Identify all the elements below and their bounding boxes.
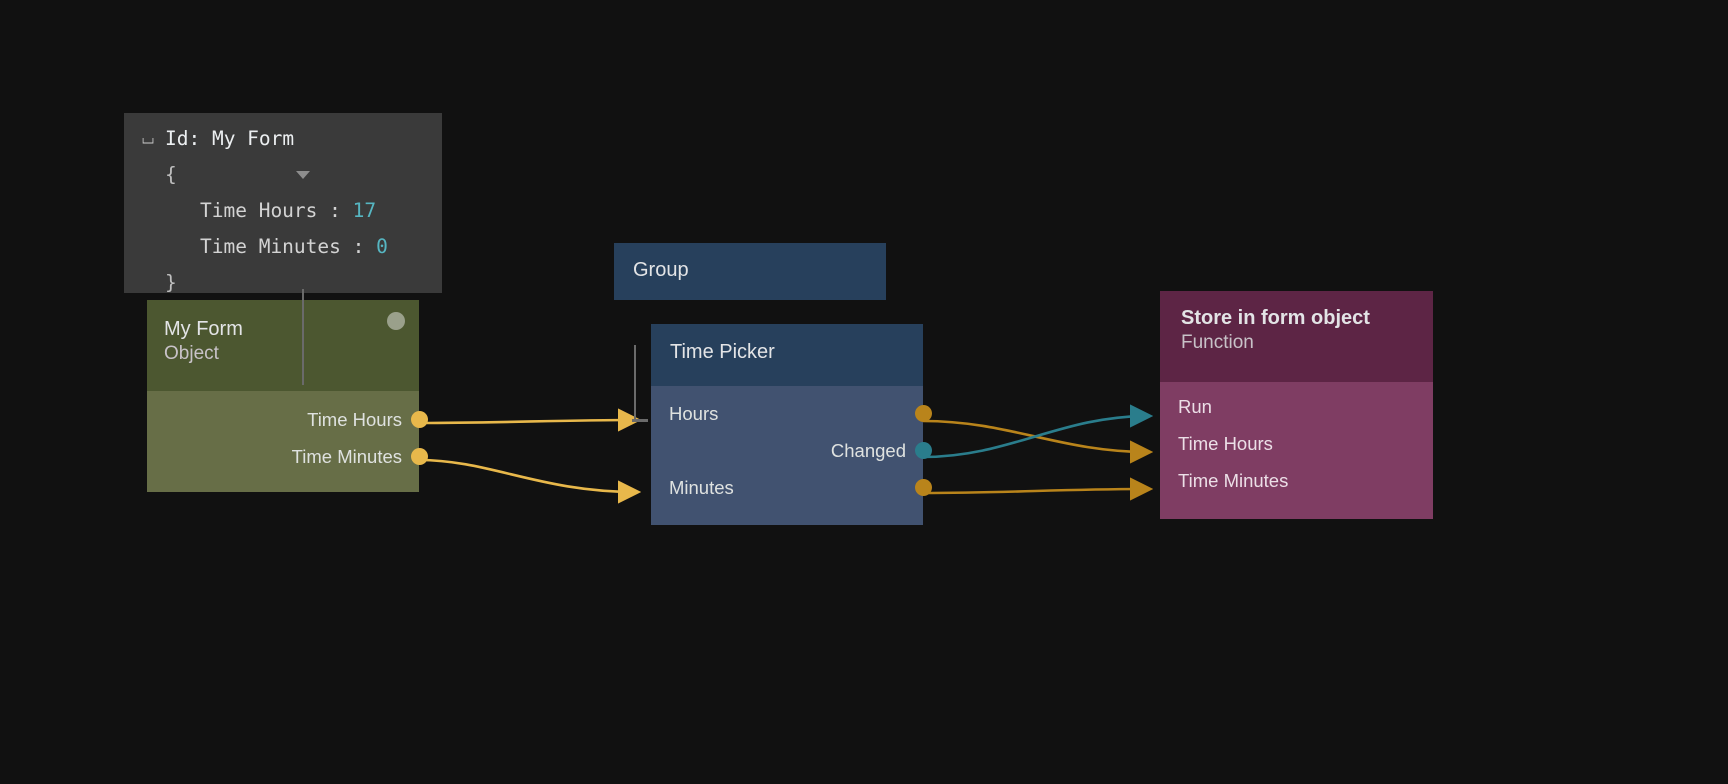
output-port-dot-hours-out[interactable] (914, 405, 932, 422)
output-port-label-time-hours: Time Hours (307, 408, 402, 430)
input-port-row-time-minutes[interactable]: Time Minutes (1160, 462, 1433, 499)
wire-timepicker-out3-to-function-timeminutes (922, 477, 1154, 501)
inspector-popup[interactable]: ⏘ Id: My Form { Time Hours : 17 Time Minu… (124, 113, 442, 385)
pin-icon[interactable]: ⏘ (141, 128, 155, 150)
node-group-header[interactable]: Group (614, 243, 886, 300)
inspector-id-label: Id: My Form (165, 127, 295, 150)
inspector-open-brace-row[interactable]: { (124, 157, 442, 193)
inspector-tree-guide (302, 289, 304, 385)
node-store-in-form-object-header[interactable]: Store in form object Function (1160, 291, 1433, 382)
group-child-connector-nub (632, 419, 648, 422)
node-time-picker-header[interactable]: Time Picker (651, 324, 923, 386)
output-port-dot-minutes-out[interactable] (914, 479, 932, 496)
node-my-form-title: My Form (164, 318, 243, 340)
inspector-entry-key: Time Minutes (200, 235, 341, 258)
inspector-entry-value: 0 (376, 235, 388, 258)
inspector-close-brace-row: } (124, 265, 442, 301)
input-port-row-time-hours[interactable]: Time Hours (1160, 425, 1433, 462)
node-time-picker[interactable]: Time Picker Hours Changed Minutes (651, 324, 932, 525)
status-indicator-dot[interactable] (387, 312, 405, 330)
input-port-row-hours[interactable]: Hours (651, 395, 932, 432)
inspector-entry-separator (341, 229, 353, 265)
input-port-row-minutes[interactable]: Minutes (651, 469, 932, 506)
wire-timepicker-out1-to-function-timehours (922, 419, 1154, 464)
input-port-label-minutes: Minutes (669, 476, 734, 498)
output-port-row-time-hours[interactable]: Time Hours (147, 401, 428, 438)
output-port-label-time-minutes: Time Minutes (291, 445, 402, 467)
node-store-in-form-object-subtitle: Function (1181, 332, 1254, 353)
node-my-form[interactable]: My Form Object Time Hours Time Minutes (147, 300, 428, 492)
inspector-entry-colon: : (352, 235, 365, 258)
output-port-row-changed[interactable]: Changed (651, 432, 932, 469)
node-my-form-body: Time Hours Time Minutes (147, 391, 428, 492)
inspector-entry-space (364, 229, 376, 265)
output-port-dot-time-minutes[interactable] (410, 448, 428, 465)
inspector-entry-row: Time Hours : 17 (124, 193, 442, 229)
node-my-form-header[interactable]: My Form Object (147, 300, 419, 391)
inspector-entry-row: Time Minutes : 0 (124, 229, 442, 265)
input-port-row-run[interactable]: Run (1160, 388, 1433, 425)
inspector-entry-colon: : (329, 199, 341, 222)
inspector-close-brace: } (165, 271, 177, 294)
node-my-form-subtitle: Object (164, 343, 219, 364)
output-port-dot-changed[interactable] (914, 442, 932, 459)
input-port-label-run: Run (1178, 395, 1212, 417)
group-child-connector-line (634, 345, 636, 421)
inspector-entry-value: 17 (352, 199, 377, 222)
chevron-down-icon[interactable] (296, 171, 310, 179)
output-port-row-time-minutes[interactable]: Time Minutes (147, 438, 428, 475)
inspector-entry-key: Time Hours (200, 199, 318, 222)
node-time-picker-title: Time Picker (670, 341, 775, 363)
output-port-label-changed: Changed (830, 439, 906, 461)
node-time-picker-body: Hours Changed Minutes (651, 386, 932, 525)
node-store-in-form-object-body: Run Time Hours Time Minutes (1160, 382, 1433, 519)
output-port-dot-time-hours[interactable] (410, 411, 428, 428)
input-port-label-time-hours: Time Hours (1178, 432, 1273, 454)
inspector-open-brace: { (165, 163, 177, 186)
input-port-label-time-minutes: Time Minutes (1178, 469, 1289, 491)
inspector-entry-space (341, 193, 353, 229)
node-store-in-form-object-title: Store in form object (1181, 307, 1370, 329)
wire-myform-minutes-to-timepicker-minutes (418, 458, 642, 504)
inspector-entry-separator (317, 193, 329, 229)
wire-timepicker-changed-to-function-run (922, 404, 1154, 459)
node-group-title: Group (633, 259, 689, 281)
node-store-in-form-object[interactable]: Store in form object Function Run Time H… (1160, 291, 1433, 519)
input-port-label-hours: Hours (669, 402, 719, 424)
node-group[interactable]: Group (614, 243, 886, 300)
wire-myform-hours-to-timepicker-hours (418, 408, 642, 432)
inspector-id-row: ⏘ Id: My Form (124, 121, 442, 157)
